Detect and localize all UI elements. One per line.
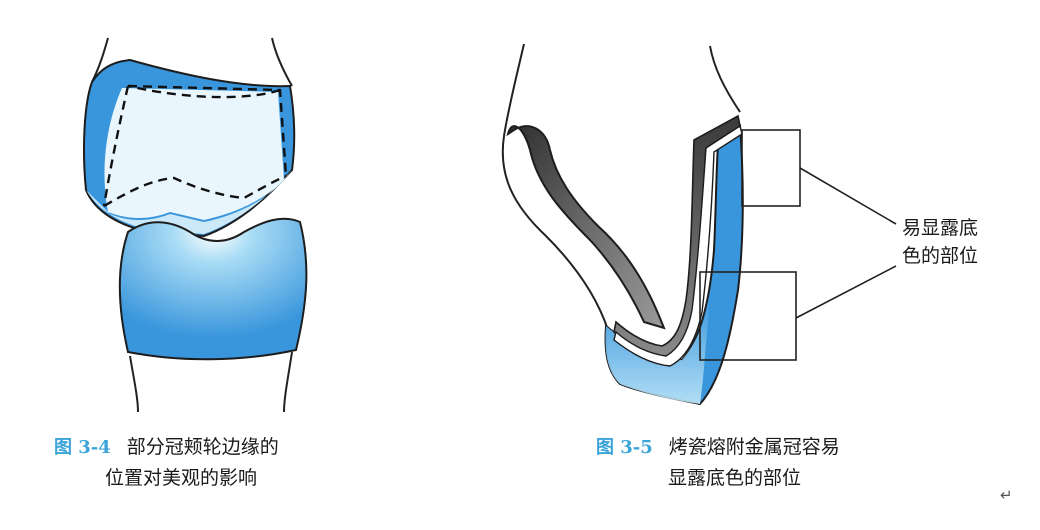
partial-crown-metal [104, 88, 284, 220]
figure-3-5-illustration [501, 43, 897, 406]
figure-3-4-caption-line2: 位置对美观的影响 [54, 463, 279, 493]
tooth-outline-lingual [501, 43, 609, 331]
callout-box-lower [699, 271, 797, 361]
figure-3-4-title-line2: 位置对美观的影响 [105, 467, 258, 489]
figure-3-4-title-line1: 部分冠颊轮边缘的 [126, 436, 279, 458]
tooth-outline-labial [709, 45, 741, 113]
figure-3-5-caption: 图 3-5 烤瓷熔附金属冠容易 显露底色的部位 [596, 432, 840, 493]
callout-label: 易显露底 色的部位 [902, 214, 978, 270]
figure-3-5-title-line2: 显露底色的部位 [668, 467, 802, 489]
figure-3-4-illustration [83, 37, 308, 413]
return-mark: ↵ [1000, 486, 1013, 504]
callout-box-upper [741, 129, 801, 207]
callout-label-line2: 色的部位 [902, 245, 979, 267]
figure-3-4-number: 图 3-4 [54, 437, 111, 458]
porcelain-incisal-edge [605, 296, 710, 404]
figure-3-5-number: 图 3-5 [596, 437, 653, 458]
figure-3-5-caption-line1: 图 3-5 烤瓷熔附金属冠容易 [596, 432, 840, 463]
lower-tooth-crown [118, 217, 308, 361]
figure-3-5-caption-line2: 显露底色的部位 [596, 463, 840, 493]
figure-3-4-caption: 图 3-4 部分冠颊轮边缘的 位置对美观的影响 [54, 432, 279, 493]
callout-leader-lower [795, 265, 897, 319]
callout-label-line1: 易显露底 [902, 217, 979, 239]
lower-tooth-root-outline [129, 351, 293, 413]
figure-3-5-title-line1: 烤瓷熔附金属冠容易 [668, 436, 840, 458]
partial-crown-margin-dashed [102, 84, 288, 208]
figure-3-4-caption-line1: 图 3-4 部分冠颊轮边缘的 [54, 432, 279, 463]
upper-crown-incisal-band [86, 170, 292, 234]
opaque-layer [613, 124, 743, 367]
lingual-metal-coping [506, 125, 666, 330]
callout-leader-upper [799, 167, 897, 225]
